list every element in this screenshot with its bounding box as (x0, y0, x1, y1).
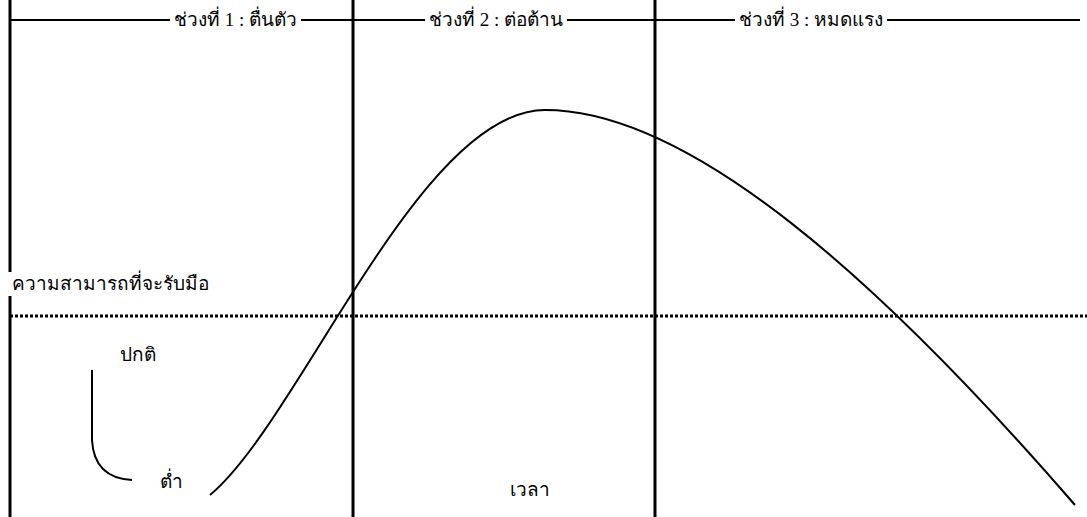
phase-label: ช่วงที่ 1 : ตื่นตัว (170, 8, 301, 32)
left-border-line (9, 0, 12, 517)
axis-label: เวลา (506, 478, 554, 502)
coping-threshold-line (10, 315, 1087, 318)
stress-curve (210, 110, 1075, 505)
phase-divider (352, 0, 355, 517)
axis-label: ความสามารถที่จะรับมือ (8, 272, 213, 296)
level-label: ต่ำ (156, 470, 187, 494)
phase-divider (654, 0, 657, 517)
bracket-mark (92, 370, 132, 480)
level-label: ปกติ (116, 343, 160, 367)
phase-label: ช่วงที่ 2 : ต่อต้าน (425, 8, 567, 32)
phase-label: ช่วงที่ 3 : หมดแรง (735, 8, 887, 32)
